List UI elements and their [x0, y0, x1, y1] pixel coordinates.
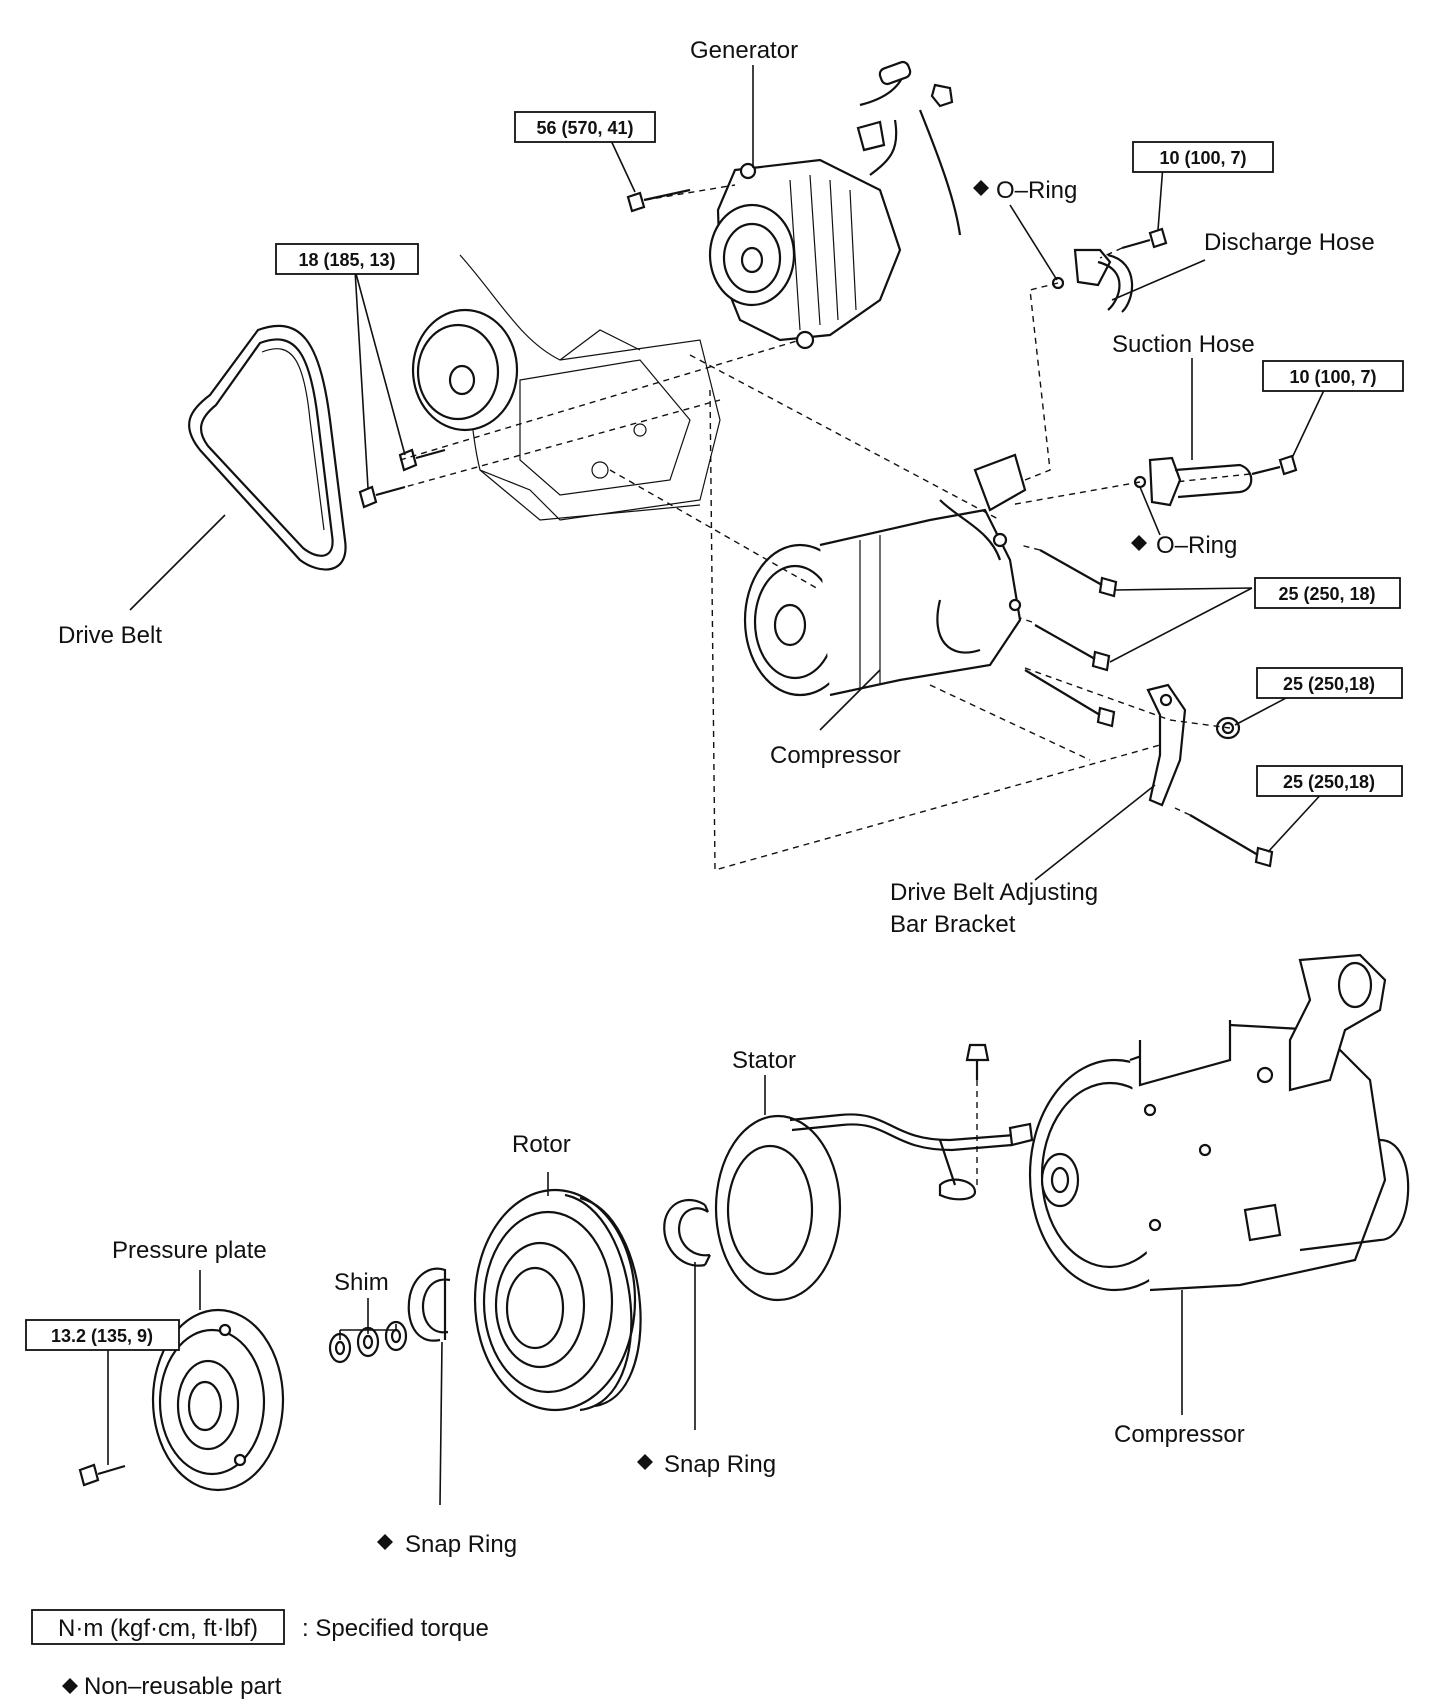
- legend-unit-text: N·m (kgf·cm, ft·lbf): [58, 1615, 258, 1642]
- svg-text:10 (100, 7): 10 (100, 7): [1289, 367, 1376, 387]
- pressure-plate: [151, 1308, 285, 1492]
- diamond-icon: [1131, 535, 1147, 551]
- label-shim: Shim: [334, 1269, 389, 1296]
- label-suction-hose: Suction Hose: [1112, 331, 1255, 358]
- svg-text:25 (250,18): 25 (250,18): [1283, 674, 1375, 694]
- label-adjusting-bracket-2: Bar Bracket: [890, 911, 1016, 938]
- diamond-icon: [973, 180, 989, 196]
- diamond-icon: [377, 1534, 393, 1550]
- torque-box-56: 56 (570, 41): [514, 111, 656, 143]
- discharge-hose: [1073, 248, 1134, 313]
- torque-box-10b: 10 (100, 7): [1262, 360, 1404, 392]
- bolt-25b: [1034, 624, 1111, 672]
- label-compressor-bottom: Compressor: [1114, 1421, 1245, 1448]
- bolt-10b: [1251, 454, 1298, 476]
- compressor-top: [743, 453, 1027, 697]
- label-drive-belt: Drive Belt: [58, 622, 162, 649]
- torque-box-18: 18 (185, 13): [275, 243, 419, 275]
- label-snap-ring-left: Snap Ring: [405, 1531, 517, 1558]
- legend-unit-box: [31, 1609, 285, 1645]
- bolt-generator: [626, 188, 691, 213]
- snap-ring-left-part: [407, 1267, 451, 1342]
- label-o-ring-mid: O–Ring: [1156, 532, 1237, 559]
- label-adjusting-bracket-1: Drive Belt Adjusting: [890, 879, 1098, 906]
- legend-unit-desc: : Specified torque: [302, 1615, 489, 1642]
- crank-pulley: [411, 308, 519, 432]
- torque-box-25b: 25 (250,18): [1256, 667, 1403, 699]
- diamond-icon: [637, 1454, 653, 1470]
- adjusting-bar-bracket: [1146, 683, 1187, 807]
- generator: [708, 60, 962, 350]
- bolt-25d: [1189, 814, 1274, 868]
- torque-box-13-2: 13.2 (135, 9): [25, 1319, 180, 1351]
- label-generator: Generator: [690, 37, 798, 64]
- svg-text:13.2 (135, 9): 13.2 (135, 9): [51, 1326, 153, 1346]
- legend: N·m (kgf·cm, ft·lbf) : Specified torque …: [31, 1609, 489, 1700]
- svg-text:10 (100, 7): 10 (100, 7): [1159, 148, 1246, 168]
- bolt-18b: [358, 485, 406, 509]
- label-stator: Stator: [732, 1047, 796, 1074]
- bolt-25a: [1039, 549, 1118, 598]
- svg-text:25 (250, 18): 25 (250, 18): [1278, 584, 1375, 604]
- torque-box-25c: 25 (250,18): [1256, 765, 1403, 797]
- bolt-18a: [398, 448, 446, 472]
- svg-text:25 (250,18): 25 (250,18): [1283, 772, 1375, 792]
- bolt-10a: [1121, 227, 1168, 250]
- legend-nonreusable: Non–reusable part: [84, 1673, 282, 1700]
- bolt-25c: [1024, 669, 1116, 728]
- bolt-13-2: [78, 1463, 126, 1487]
- stator: [714, 1043, 1034, 1302]
- svg-text:56 (570, 41): 56 (570, 41): [536, 118, 633, 138]
- snap-ring-right-part: [663, 1198, 711, 1267]
- torque-box-25a: 25 (250, 18): [1254, 577, 1401, 609]
- label-compressor-top: Compressor: [770, 742, 901, 769]
- drive-belt: [188, 324, 347, 571]
- label-snap-ring-right: Snap Ring: [664, 1451, 776, 1478]
- label-discharge-hose: Discharge Hose: [1204, 229, 1375, 256]
- compressor-bottom: [1028, 953, 1410, 1292]
- label-rotor: Rotor: [512, 1131, 571, 1158]
- rotor: [473, 1188, 642, 1412]
- label-pressure-plate: Pressure plate: [112, 1237, 267, 1264]
- suction-hose: [1148, 456, 1253, 507]
- label-o-ring-top: O–Ring: [996, 177, 1077, 204]
- torque-box-10a: 10 (100, 7): [1132, 141, 1274, 173]
- assembly-lines-top: [375, 184, 1251, 871]
- diamond-icon: [62, 1678, 78, 1694]
- svg-text:18 (185, 13): 18 (185, 13): [298, 250, 395, 270]
- shims: [328, 1320, 408, 1364]
